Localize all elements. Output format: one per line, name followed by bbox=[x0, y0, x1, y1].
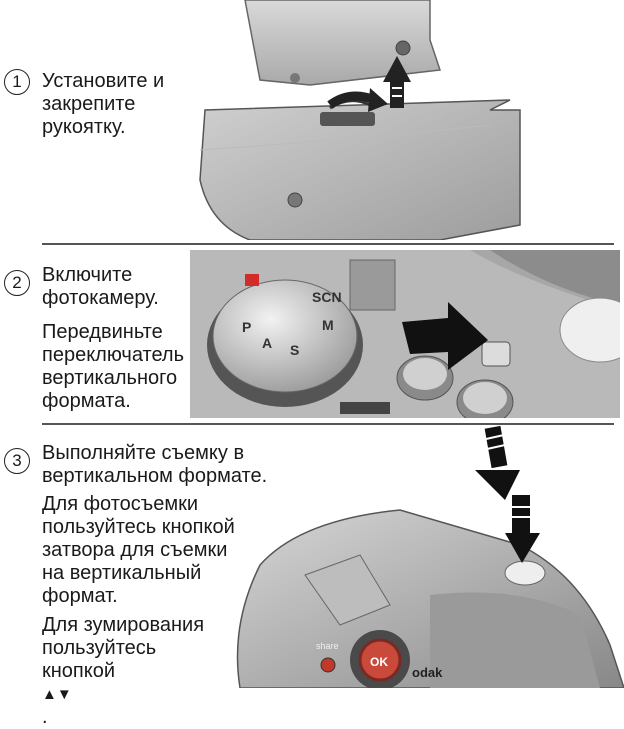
step-3-shutter-line-4: на вертикальный bbox=[42, 562, 202, 584]
step-2-title: Включите фотокамеру. bbox=[42, 264, 159, 310]
ok-label: OK bbox=[370, 655, 388, 669]
step-3-title-line-1: Выполняйте съемку в bbox=[42, 442, 245, 464]
step-2-title-line-1: Включите bbox=[42, 264, 133, 286]
step-3-title: Выполняйте съемку в вертикальном формате… bbox=[42, 442, 267, 488]
step-3-shutter-line-1: Для фотосъемки bbox=[42, 493, 199, 515]
divider-1 bbox=[42, 243, 614, 245]
dial-label-a: A bbox=[262, 335, 272, 351]
step-2-number: 2 bbox=[4, 270, 30, 296]
step-2-body-line-2: переключатель bbox=[42, 344, 184, 366]
dial-label-p: P bbox=[242, 319, 251, 335]
step-3-zoom-line-2: пользуйтесь bbox=[42, 637, 157, 659]
step-1-number: 1 bbox=[4, 69, 30, 95]
step-1-line-2: закрепите bbox=[42, 93, 136, 115]
step-3-number: 3 bbox=[4, 448, 30, 474]
vertical-switch-illustration: SCN M S A P bbox=[190, 250, 620, 418]
step-2-title-line-2: фотокамеру. bbox=[42, 287, 159, 309]
step-3-shutter-text: Для фотосъемки пользуйтесь кнопкой затво… bbox=[42, 493, 235, 608]
grip-attach-illustration bbox=[190, 0, 620, 240]
step-3-zoom-text: Для зумирования пользуйтесь кнопкой ▲▼. bbox=[42, 614, 204, 729]
step-3-zoom-line-3: кнопкой ▲▼. bbox=[42, 660, 204, 729]
vertical-shutter-illustration: OK share odak bbox=[220, 425, 624, 688]
divider-2 bbox=[42, 423, 614, 425]
step-1-line-1: Установите и bbox=[42, 70, 165, 92]
step-2-body-line-1: Передвиньте bbox=[42, 321, 163, 343]
zoom-prefix: кнопкой bbox=[42, 660, 116, 682]
step-2-body-line-4: формата. bbox=[42, 390, 131, 412]
step-2-body-line-3: вертикального bbox=[42, 367, 178, 389]
step-1-line-3: рукоятку. bbox=[42, 116, 126, 138]
brand-label: odak bbox=[412, 665, 443, 680]
dial-label-scn: SCN bbox=[312, 289, 342, 305]
step-2-body: Передвиньте переключатель вертикального … bbox=[42, 321, 184, 413]
dial-label-m: M bbox=[322, 317, 334, 333]
step-3-shutter-line-2: пользуйтесь кнопкой bbox=[42, 516, 235, 538]
dial-label-s: S bbox=[290, 342, 299, 358]
share-label: share bbox=[316, 641, 339, 651]
zoom-up-down-icon: ▲▼ bbox=[42, 686, 72, 703]
step-3-zoom-line-1: Для зумирования bbox=[42, 614, 205, 636]
step-3-shutter-line-3: затвора для съемки bbox=[42, 539, 228, 561]
step-1-text: Установите и закрепите рукоятку. bbox=[42, 70, 164, 139]
step-3-title-line-2: вертикальном формате. bbox=[42, 465, 268, 487]
zoom-suffix: . bbox=[42, 706, 48, 728]
step-3-shutter-line-5: формат. bbox=[42, 585, 118, 607]
